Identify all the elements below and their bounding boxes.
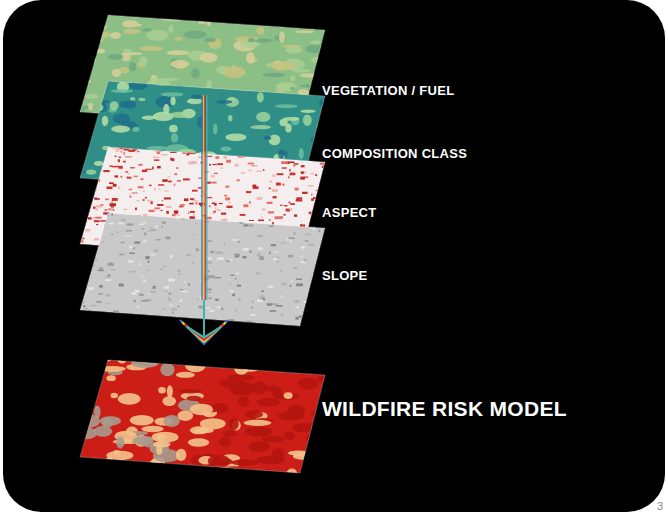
arrow-shaft — [203, 300, 205, 335]
arrow-shaft — [203, 300, 205, 338]
stack-line — [206, 95, 207, 300]
stack-line — [203, 95, 204, 300]
layer-edge — [80, 360, 325, 473]
layer-label: ASPECT — [322, 205, 377, 220]
layer-label: VEGETATION / FUEL — [322, 83, 454, 98]
layer-label: WILDFIRE RISK MODEL — [322, 397, 567, 421]
map-layer — [67, 5, 331, 138]
layer-label: SLOPE — [322, 268, 368, 283]
map-layer — [67, 350, 341, 485]
layer-label: COMPOSITION CLASS — [322, 146, 467, 161]
arrow-shaft — [203, 300, 205, 340]
arrow-head — [187, 327, 222, 338]
page-number: 3 — [657, 500, 663, 512]
stack-line — [201, 95, 202, 300]
map-layer — [77, 208, 335, 335]
stack-line — [204, 95, 205, 300]
background-panel — [3, 0, 665, 512]
